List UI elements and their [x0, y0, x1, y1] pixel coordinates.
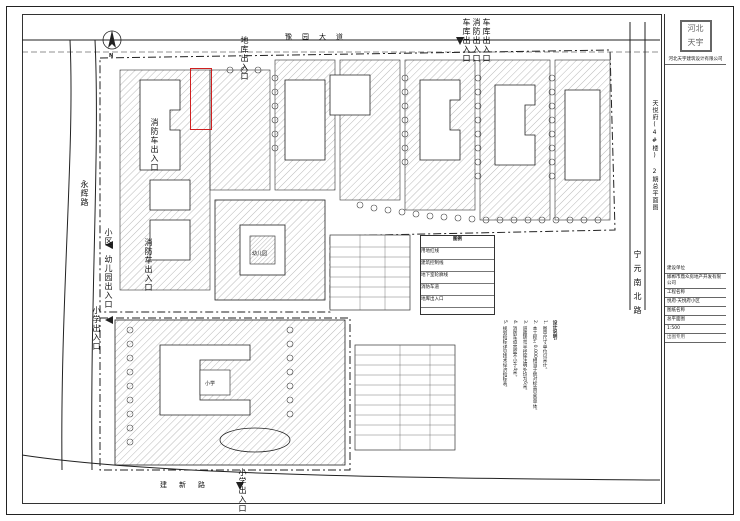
legend-item: 建筑控制线 — [421, 260, 494, 272]
design-notes: 设计说明: 1. 图中尺寸单位以米计。 2. 本工程±0.000相当于绝对标高见… — [500, 320, 558, 470]
road-edge-left-1 — [61, 39, 72, 471]
stamp-text: 出图专用 — [665, 334, 726, 343]
scale-value: 1:500 — [665, 325, 726, 334]
note-line: 3. 道路转弯半径除注明外均为6米。 — [522, 320, 527, 394]
legend-item: 地库出入口 — [421, 296, 494, 308]
gate-label-vehicle-2: 车库出入口 — [482, 18, 491, 63]
gate-label-school: 小学出入口 — [92, 306, 101, 351]
drawing-label: 图纸名称 — [665, 307, 726, 316]
road-label-yonghui: 永辉路 — [80, 180, 89, 207]
project-label: 工程名称 — [665, 289, 726, 298]
road-label-jianxin: 建新路 — [160, 481, 217, 489]
legend-item: 地下室轮廓线 — [421, 272, 494, 284]
client-name: 邯郸市鼎众房地产开发有限公司 — [665, 274, 726, 289]
school-label: 小学 — [205, 381, 216, 387]
road-edge-bottom — [21, 454, 661, 481]
note-line: 1. 图中尺寸单位以米计。 — [542, 320, 547, 372]
gate-label-vehicle-1: 车库出入口 — [462, 18, 471, 63]
gate-label-school-bottom: 小学出入口 — [238, 468, 247, 513]
drawing-sheet — [6, 6, 734, 515]
gate-label-ground-fire: 消防出入口 — [472, 18, 481, 63]
notes-heading: 设计说明: — [552, 320, 557, 341]
road-label-ningyuan: 宁元南北路 — [633, 250, 642, 320]
company-logo: 河北天宇 — [679, 20, 712, 52]
gate-label-kindergarten: 小区、幼儿园出入口 — [104, 228, 113, 309]
north-label: N — [109, 53, 114, 59]
kindergarten-label: 幼儿园 — [252, 251, 268, 257]
gate-label-fire-left: 消防车出入口 — [144, 238, 153, 292]
plan-title: 天悦府(4#楼) 2期总平面图 — [651, 100, 658, 211]
company-name: 河北天宇建筑设计有限公司 — [665, 56, 726, 65]
project-name: 悦府·天悦府小区 — [665, 298, 726, 307]
title-block: 河北天宇 河北天宇建筑设计有限公司 建设单位 邯郸市鼎众房地产开发有限公司 工程… — [664, 14, 726, 504]
note-line: 4. 消防车道宽度不小于4米。 — [512, 320, 517, 380]
drawing-frame — [22, 14, 662, 504]
highlight-region — [190, 68, 212, 130]
legend-item: 用地红线 — [421, 248, 494, 260]
road-label-xuyuan: 豫园大道 — [285, 33, 353, 41]
legend-box: 图例 用地红线 建筑控制线 地下室轮廓线 消防车道 地库出入口 — [420, 235, 495, 315]
note-line: 2. 本工程±0.000相当于绝对标高见各单体。 — [532, 320, 537, 413]
note-line: 5. 规划指标详见技术经济指标表。 — [502, 320, 507, 391]
client-label: 建设单位 — [665, 265, 726, 274]
legend-item: 消防车道 — [421, 284, 494, 296]
gate-label-fire-right: 消防车出入口 — [150, 118, 159, 172]
legend-title: 图例 — [421, 236, 494, 248]
gate-label-fire-top: 地库出入口 — [240, 36, 249, 81]
road-edge-left-2 — [91, 39, 97, 471]
drawing-name: 总平面图 — [665, 316, 726, 325]
